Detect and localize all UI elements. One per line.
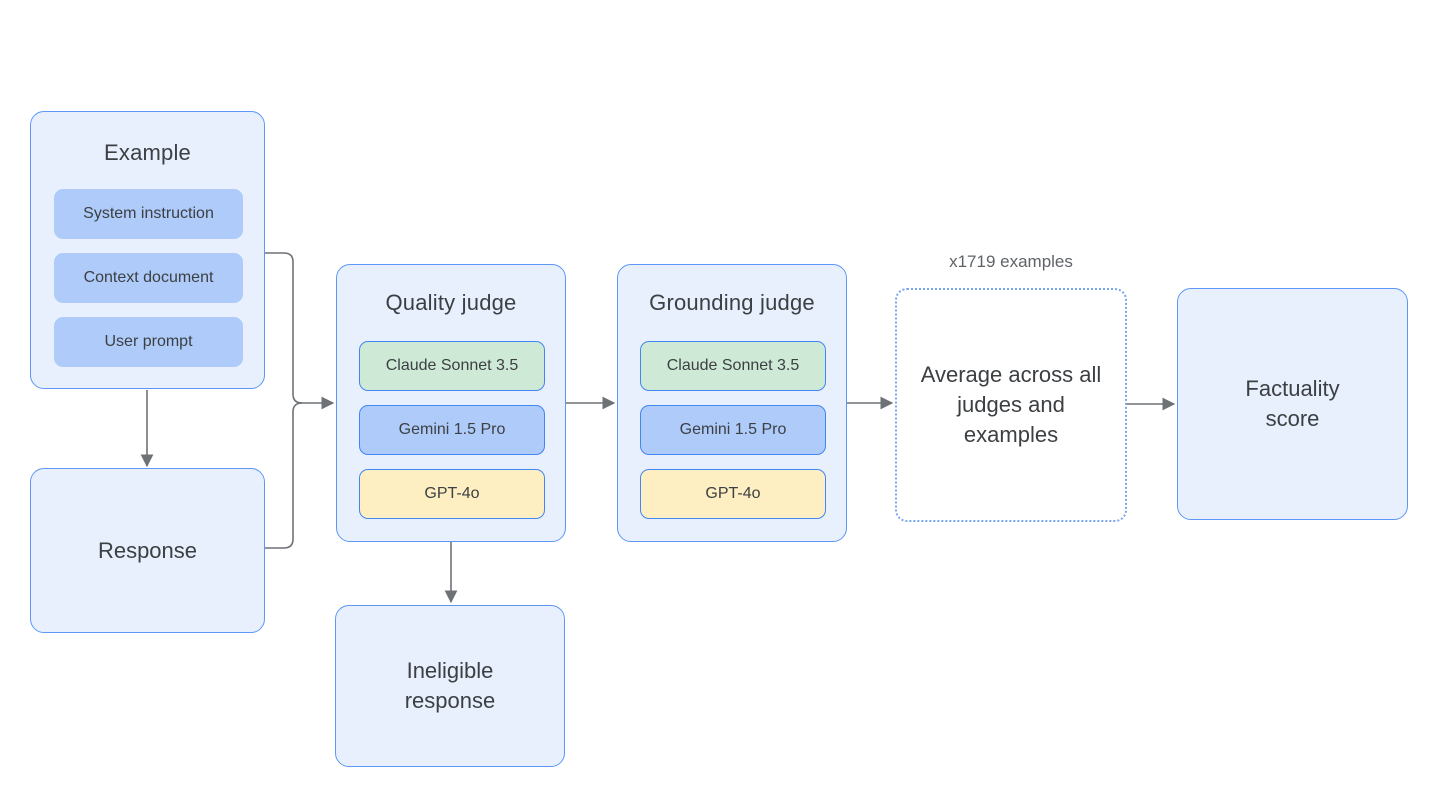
aggregate-node-label: Average across all judges and examples [920, 362, 1102, 447]
quality-judge-node: Quality judge Claude Sonnet 3.5 Gemini 1… [336, 264, 566, 542]
factuality-score-node: Factuality score [1177, 288, 1408, 520]
ineligible-response-node: Ineligible response [335, 605, 565, 767]
chip-gpt-4o: GPT-4o [359, 469, 545, 519]
response-node: Response [30, 468, 265, 633]
ineligible-response-label: Ineligible response [404, 658, 496, 713]
chip-user-prompt: User prompt [54, 317, 243, 367]
factuality-score-label: Factuality score [1245, 376, 1340, 431]
chip-gemini-pro: Gemini 1.5 Pro [640, 405, 826, 455]
chip-gpt-4o: GPT-4o [640, 469, 826, 519]
quality-judge-title: Quality judge [385, 290, 517, 315]
chip-context-document: Context document [54, 253, 243, 303]
example-node: Example System instruction Context docum… [30, 111, 265, 389]
grounding-judge-title: Grounding judge [649, 290, 815, 315]
chip-claude-sonnet: Claude Sonnet 3.5 [640, 341, 826, 391]
examples-count-annotation: x1719 examples [949, 252, 1073, 271]
connector-response-to-merge [265, 402, 303, 549]
chip-claude-sonnet: Claude Sonnet 3.5 [359, 341, 545, 391]
chip-system-instruction: System instruction [54, 189, 243, 239]
chip-gemini-pro: Gemini 1.5 Pro [359, 405, 545, 455]
connector-example-to-merge [265, 252, 303, 404]
response-node-label: Response [97, 537, 198, 563]
grounding-judge-node: Grounding judge Claude Sonnet 3.5 Gemini… [617, 264, 847, 542]
aggregate-node: Average across all judges and examples [895, 288, 1127, 522]
example-node-title: Example [104, 140, 191, 165]
